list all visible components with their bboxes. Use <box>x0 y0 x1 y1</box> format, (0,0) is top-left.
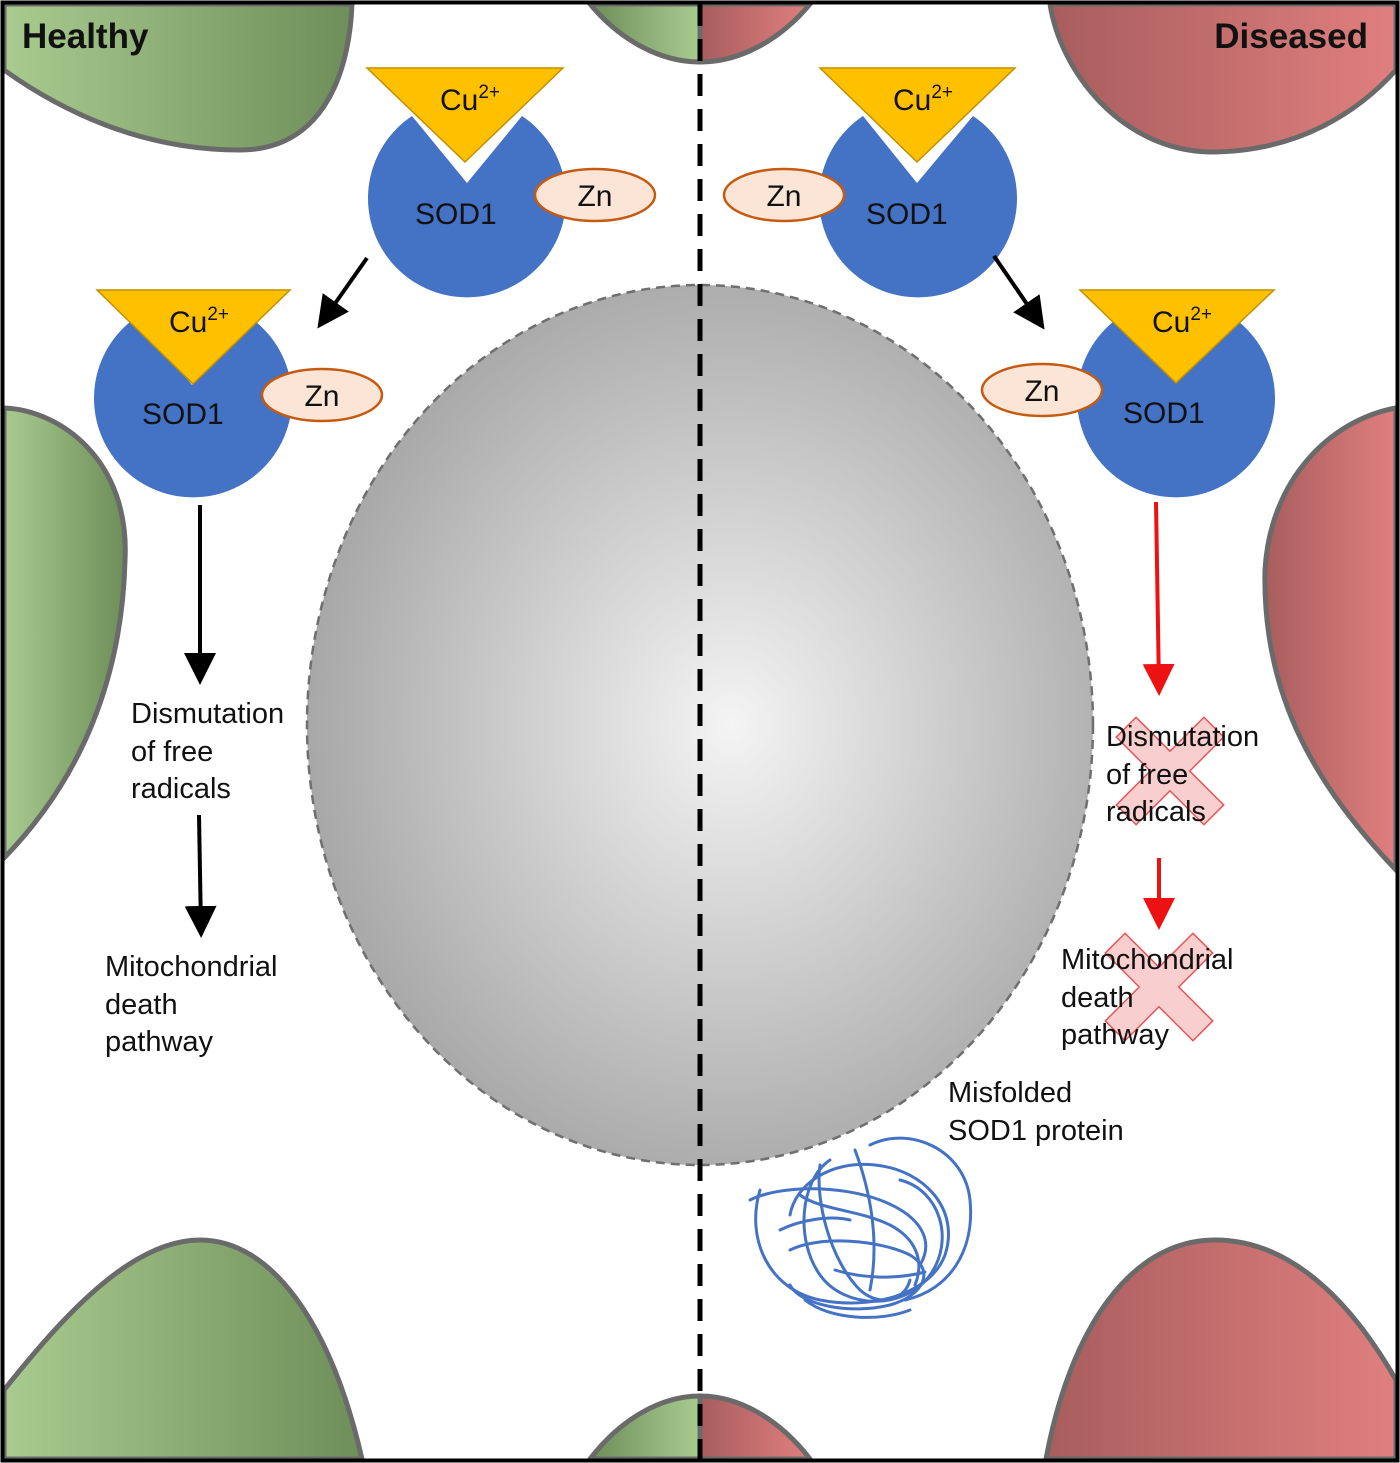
cell-bottom-left <box>1 1237 366 1462</box>
healthy-arrow-complex <box>317 256 369 329</box>
sod1-enzyme <box>94 316 292 498</box>
zinc-ion <box>533 167 657 223</box>
diseased-mito-text: Mitochondrial death pathway <box>1061 944 1242 1051</box>
blocked-cross-dismutation-icon <box>1115 716 1225 826</box>
healthy-sod1-complex-2: SOD1 Zn Cu2+ <box>94 289 384 498</box>
healthy-dismutation-text: Dismutation of free radicals <box>131 698 292 805</box>
healthy-arrow-mito <box>184 814 217 938</box>
cell-top-left <box>1 1 355 153</box>
cell-left-middle <box>1 405 128 865</box>
copper-label: Cu2+ <box>893 82 953 117</box>
cell-top-center-right <box>697 1 816 65</box>
copper-ion <box>95 289 292 386</box>
copper-ion <box>1078 289 1276 385</box>
sod1-enzyme <box>1077 316 1275 498</box>
copper-label: Cu2+ <box>1152 304 1212 339</box>
misfolded-label: Misfolded SOD1 protein <box>948 1077 1124 1147</box>
copper-label: Cu2+ <box>440 82 500 117</box>
diseased-arrow-complex <box>992 254 1045 330</box>
diseased-sod1-complex-1: SOD1 Zn Cu2+ <box>722 67 1017 298</box>
cell-top-center-left <box>584 1 703 65</box>
zinc-label: Zn <box>766 180 801 213</box>
copper-label: Cu2+ <box>169 304 229 339</box>
sod1-enzyme <box>819 116 1017 298</box>
sod1-label: SOD1 <box>142 398 224 431</box>
healthy-sod1-complex-1: SOD1 Zn Cu2+ <box>365 67 657 298</box>
zinc-ion <box>980 362 1104 418</box>
zinc-ion <box>260 367 384 423</box>
blocked-cross-mito-icon <box>1104 932 1214 1042</box>
zinc-label: Zn <box>1024 375 1059 408</box>
cell-bottom-right <box>1042 1237 1399 1462</box>
cell-bottom-center-right <box>697 1393 816 1462</box>
diseased-dismutation-text: Dismutation of free radicals <box>1106 721 1267 828</box>
sod1-label: SOD1 <box>1123 397 1205 430</box>
copper-ion <box>818 67 1017 164</box>
zinc-ion <box>722 167 846 223</box>
misfolded-protein-tangle-icon <box>748 1136 973 1319</box>
healthy-mito-text: Mitochondrial death pathway <box>105 951 286 1058</box>
diseased-arrow-dismutation <box>1142 501 1175 696</box>
cell-bottom-center-left <box>584 1393 703 1462</box>
copper-ion <box>365 67 565 164</box>
sod1-enzyme <box>368 116 566 298</box>
sod1-label: SOD1 <box>866 198 948 231</box>
diseased-neighbor-cells <box>697 1 1399 1462</box>
sod1-label: SOD1 <box>415 198 497 231</box>
zinc-label: Zn <box>304 380 339 413</box>
healthy-neighbor-cells <box>1 1 703 1462</box>
cell-right-middle <box>1262 405 1399 877</box>
cell-top-right <box>1047 1 1399 155</box>
healthy-title: Healthy <box>22 17 149 56</box>
zinc-label: Zn <box>577 180 612 213</box>
diseased-title: Diseased <box>1214 17 1368 56</box>
diseased-sod1-complex-2: SOD1 Zn Cu2+ <box>980 289 1276 498</box>
